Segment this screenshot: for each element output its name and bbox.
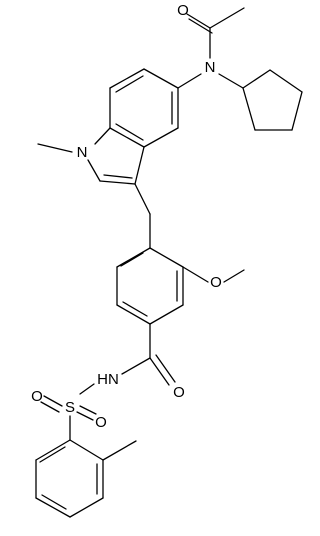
bond-tol-methyl (102, 440, 137, 461)
bond-acetyl-carbonyl-double-1 (186, 13, 211, 29)
atom-o-carbonyl: O (173, 384, 185, 401)
bond-acetyl-carbonyl-double-2 (188, 18, 213, 34)
bond-c-nh (121, 357, 151, 375)
bond-tol-3-inner (41, 494, 67, 510)
bond-indole-c3-c3a (134, 146, 145, 185)
bond-indole-c2-c3-inner (103, 174, 133, 179)
bond-n-indole (177, 73, 202, 89)
bond-indole-n-c2 (87, 159, 101, 182)
bond-n-cyclopentyl (218, 73, 244, 89)
bond-indole-b1 (143, 68, 179, 89)
bond-n-methyl (37, 143, 73, 153)
bond-cp-5 (242, 87, 256, 131)
bond-ring-3 (116, 304, 151, 325)
atom-n-indole: N (77, 144, 88, 161)
bond-indole-b4 (109, 127, 145, 148)
bond-cp-2 (269, 69, 303, 93)
bond-s-o-left-2 (40, 401, 60, 413)
bond-s-o-right-1 (79, 405, 97, 415)
bond-indole-b5 (143, 127, 179, 148)
bond-methoxy-me (223, 269, 245, 283)
atom-labels: O N N O HN O S O O (31, 2, 222, 431)
bond-s-o-left-1 (43, 395, 63, 407)
atom-o-methoxy: O (210, 274, 222, 291)
bond-tol-1 (35, 439, 71, 461)
bond-nh-s (79, 383, 95, 395)
bond-ring-1-inner (120, 252, 144, 267)
bond-indole-b2-inner (115, 75, 144, 93)
bond-cp-3 (291, 91, 303, 131)
bond-tol-4 (69, 497, 104, 518)
bond-methoxy-o (182, 266, 209, 283)
atom-n-amide: N (205, 59, 216, 76)
bond-s-o-right-2 (76, 411, 94, 421)
atom-o-sulfonyl-right: O (95, 414, 107, 431)
bond-tol-3 (35, 497, 71, 518)
bond-ring-3-inner (122, 301, 148, 317)
atom-s-sulfonyl: S (65, 399, 75, 416)
atom-nh-sulfonamide: HN (97, 371, 119, 388)
bond-co-double-2 (155, 354, 176, 383)
atom-o-acetyl: O (177, 2, 189, 19)
bond-acetyl-methyl (209, 7, 245, 29)
bond-c3-ch2 (134, 183, 151, 215)
bond-ring-1 (116, 247, 151, 268)
bond-tol-1-inner (39, 446, 66, 463)
bond-cp-1 (242, 69, 271, 89)
bond-ring-6 (149, 247, 184, 268)
atom-o-sulfonyl-left: O (31, 388, 43, 405)
bond-tol-6 (69, 439, 104, 461)
bond-ring-4 (149, 304, 184, 325)
bond-co-double-1 (149, 357, 170, 386)
bond-indole-c2-c3 (99, 180, 136, 185)
bond-indole-b4-inner (115, 123, 144, 141)
bond-indole-n-c7a (94, 127, 111, 145)
bonds (35, 7, 303, 518)
bond-indole-b2 (109, 68, 145, 89)
